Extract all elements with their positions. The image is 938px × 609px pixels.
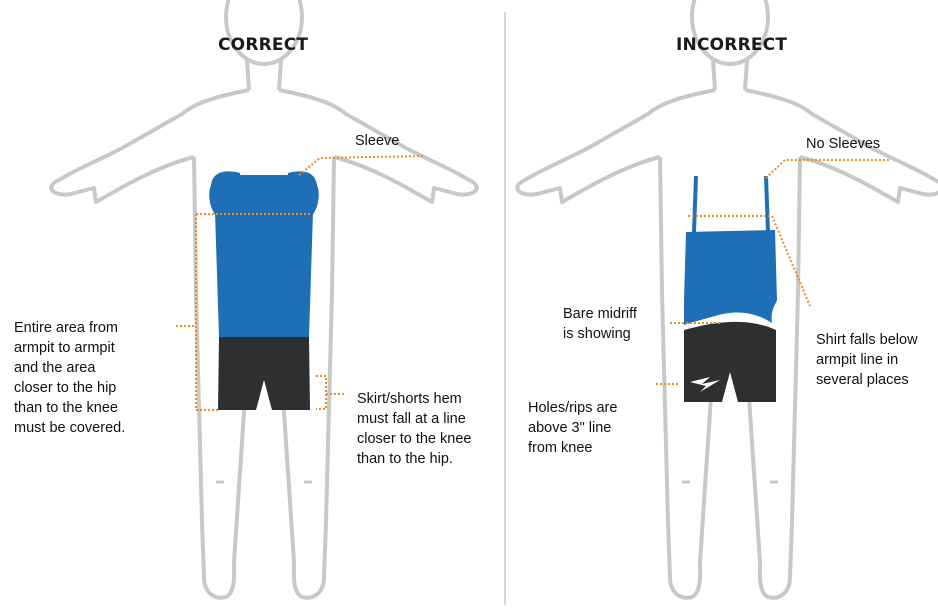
incorrect-shorts (684, 322, 776, 402)
incorrect-right-strap (764, 176, 770, 232)
no-sleeves-label: No Sleeves (806, 134, 880, 154)
incorrect-left-strap (692, 176, 698, 232)
incorrect-figure (517, 0, 938, 598)
correct-heading: CORRECT (218, 35, 308, 55)
correct-shorts (218, 337, 310, 410)
hem-label: Skirt/shorts hem must fall at a line clo… (357, 389, 471, 469)
armpit-label: Shirt falls below armpit line in several… (816, 330, 918, 390)
midriff-label: Bare midriff is showing (563, 304, 637, 344)
correct-figure (51, 0, 477, 598)
incorrect-shirt (684, 230, 777, 325)
holes-label: Holes/rips are above 3" line from knee (528, 398, 617, 458)
sleeve-label: Sleeve (355, 131, 399, 151)
incorrect-heading: INCORRECT (676, 35, 787, 55)
coverage-label: Entire area from armpit to armpit and th… (14, 318, 125, 438)
